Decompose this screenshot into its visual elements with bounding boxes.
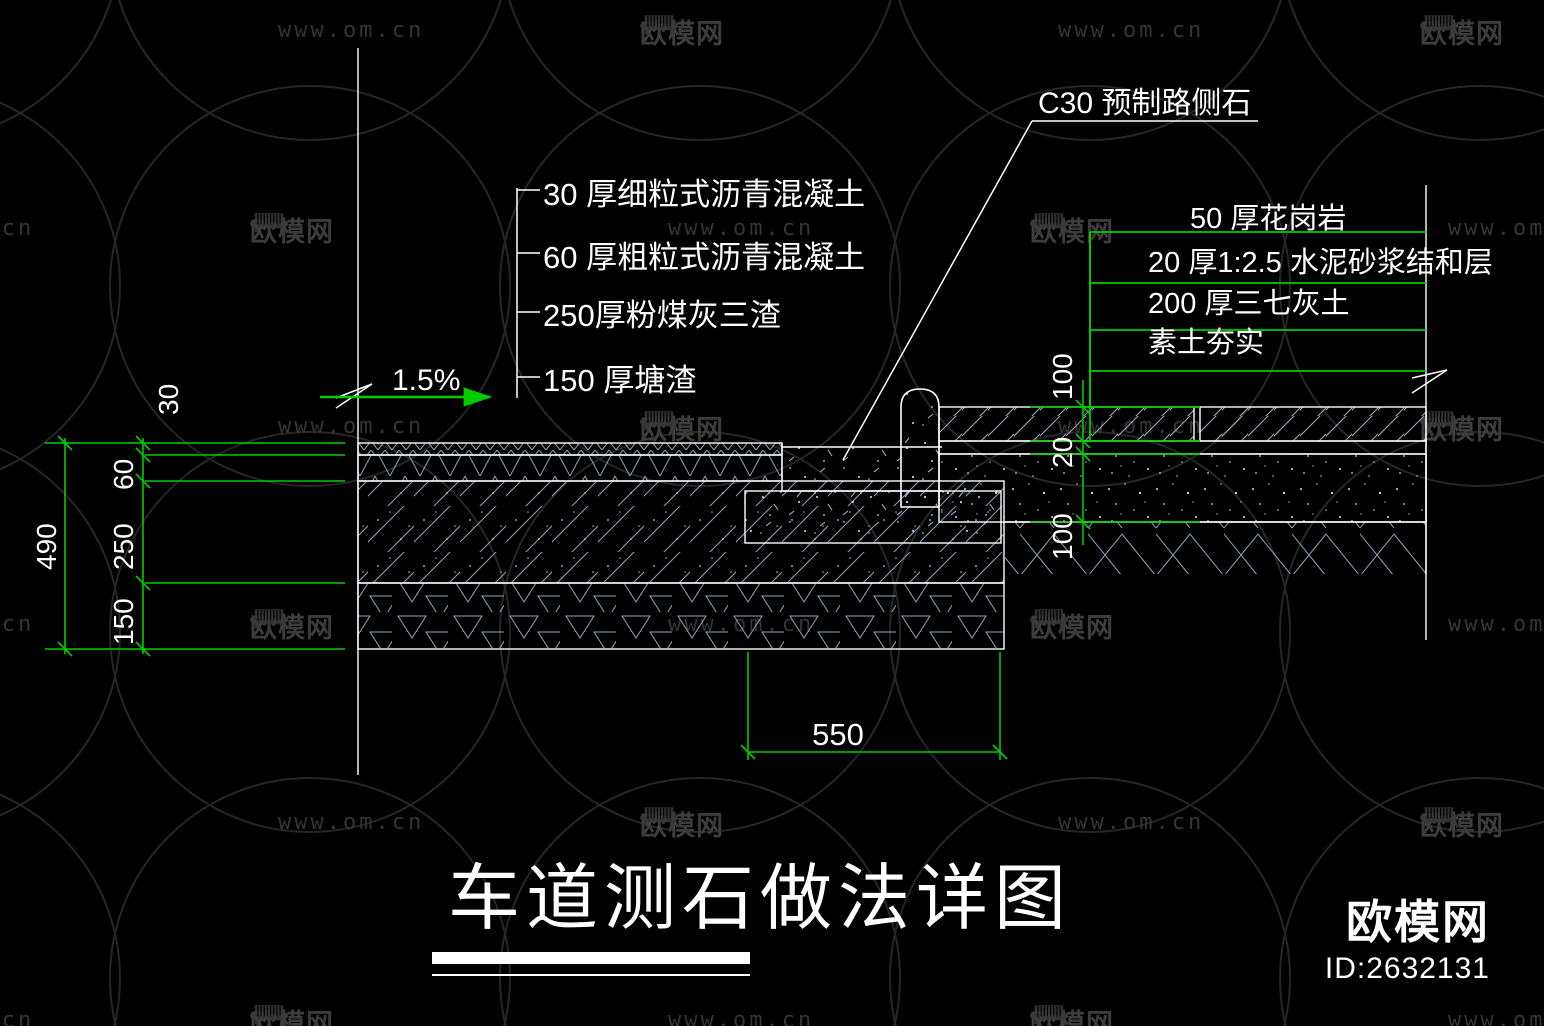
brand-name: 欧模网 — [1346, 895, 1490, 948]
annotation-r-layer-2: 20 厚1:2.5 水泥砂浆结和层 — [1148, 246, 1493, 279]
dim-right-20: 20 — [1047, 437, 1078, 468]
dimension-left-chain — [45, 435, 345, 657]
annotation-layer-2: 60 厚粗粒式沥青混凝土 — [543, 240, 865, 275]
dim-left-total-490: 490 — [31, 523, 62, 570]
dimension-right-chain — [1030, 380, 1100, 545]
label-slope: 1.5% — [392, 364, 460, 397]
annotation-layer-1: 30 厚细粒式沥青混凝土 — [543, 177, 865, 212]
annotation-r-layer-1: 50 厚花岗岩 — [1190, 202, 1346, 235]
dim-right-100-top: 100 — [1047, 353, 1078, 400]
dimension-bottom-550 — [740, 652, 1008, 760]
annotation-layer-3: 250厚粉煤灰三渣 — [543, 298, 781, 333]
dim-right-100-bottom: 100 — [1047, 513, 1078, 560]
dim-bottom-550: 550 — [812, 717, 864, 752]
dim-left-60: 60 — [108, 459, 139, 490]
sidewalk-layers — [938, 406, 1427, 574]
site-brand-watermark: 欧模网 ID:2632131 — [1324, 895, 1490, 986]
page-title: 车道测石做法详图 — [448, 859, 1072, 939]
annotation-r-layer-4: 素土夯实 — [1148, 326, 1264, 359]
curb-leader-line — [842, 120, 1258, 461]
brand-id: ID:2632131 — [1324, 952, 1490, 985]
centerline — [335, 48, 1448, 775]
right-leader-connectors — [1088, 232, 1200, 523]
annotation-layer-4: 150 厚塘渣 — [543, 363, 696, 398]
dim-left-150: 150 — [108, 598, 139, 645]
annotation-r-layer-3: 200 厚三七灰土 — [1148, 287, 1349, 320]
dim-left-30: 30 — [153, 384, 184, 415]
title-underline-thick — [432, 952, 750, 964]
left-leader-lines — [516, 188, 540, 398]
dim-left-250: 250 — [108, 523, 139, 570]
annotation-curb: C30 预制路侧石 — [1038, 87, 1251, 120]
